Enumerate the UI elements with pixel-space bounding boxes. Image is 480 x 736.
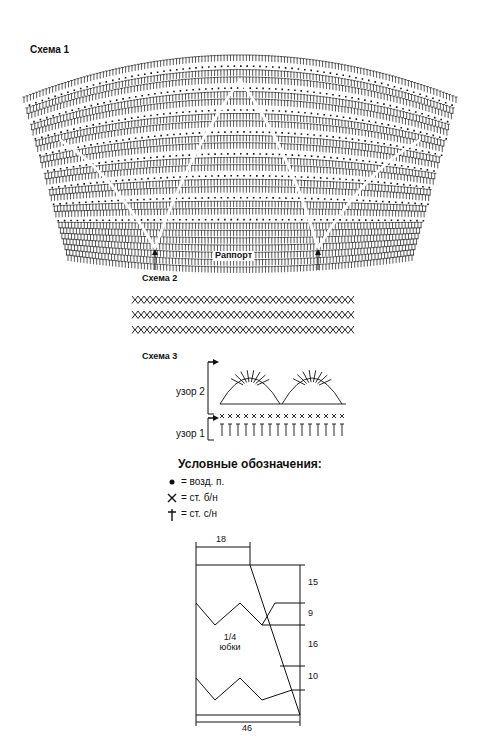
pattern-bracket [208,362,214,414]
chart-2-stitches [132,296,354,334]
pattern-label: узор 2 [176,386,205,397]
dimension: 18 [216,535,226,545]
legend-entry: = возд. п. [181,476,224,487]
sc-zigzag-row [132,300,354,304]
motif-gap [155,80,318,248]
pattern-arrow [208,362,216,363]
chart-title: Схема 3 [142,352,177,362]
rapport-label: Раппорт [213,251,254,261]
pattern-1-stitches [220,414,344,436]
chain-stitches [29,65,453,221]
dimension: 15 [308,578,318,588]
part-label: 1/4 юбки [214,633,246,653]
sc-zigzag-row [132,330,354,334]
sc-symbol [168,494,176,502]
rapport-arrow [155,252,156,270]
legend-heading: Условные обозначения: [178,458,322,471]
pattern-bracket [208,418,214,440]
dimension: 9 [308,609,313,619]
chain-symbol [170,480,175,485]
rapport-arrow [318,252,319,270]
motif-gap [60,140,420,248]
legend-entry: = ст. с/н [181,508,217,519]
dimension: 16 [308,640,318,650]
chart-title: Схема 2 [142,274,177,284]
legend-entry: = ст. б/н [181,492,218,503]
pattern-2-stitches [220,370,346,404]
pattern-arrow [208,418,216,419]
dc-stitches [23,55,458,273]
pattern-label: узор 1 [176,428,205,439]
chart-3-stitches [220,370,346,436]
chart-title: Схема 1 [30,44,69,55]
dc-symbol [168,509,176,521]
skirt-schematic [196,542,305,726]
dimension: 46 [240,724,254,734]
sc-zigzag-row [132,315,354,319]
chart-1-stitches [23,55,458,273]
dimension: 10 [308,672,318,682]
